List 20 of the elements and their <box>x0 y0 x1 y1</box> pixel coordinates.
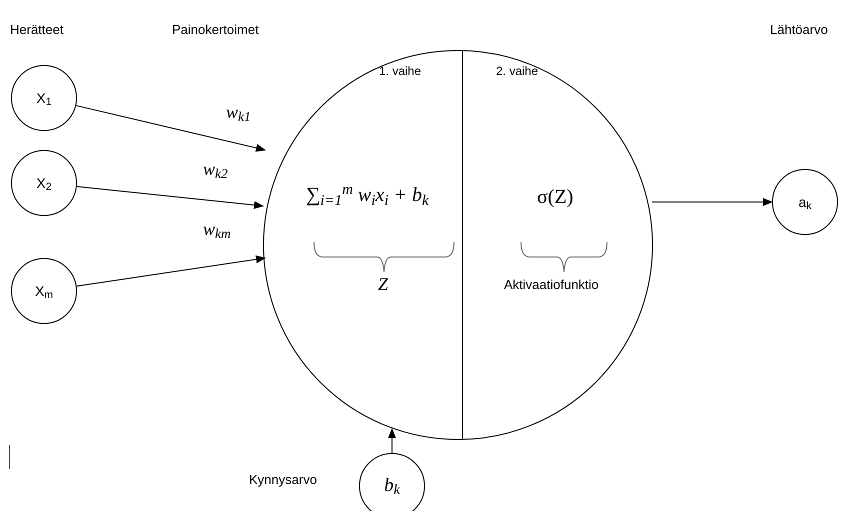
brace-label: Aktivaatiofunktio <box>504 277 599 294</box>
node-label: b$_{k}$ <box>384 474 400 500</box>
brace-label: Z <box>378 273 388 296</box>
phase-label: 1. vaihe <box>379 64 422 79</box>
arrow <box>76 186 264 210</box>
node-label: a$_{k}$ <box>798 192 812 212</box>
node-label: X$_{1}$ <box>36 88 52 108</box>
node-label: X$_{2}$ <box>36 174 52 194</box>
node-caption: Kynnysarvo <box>249 471 317 489</box>
arrow <box>388 428 396 454</box>
arrow <box>652 198 773 206</box>
node-label: X$_{m}$ <box>34 282 54 302</box>
formula: σ(Z) <box>537 185 574 210</box>
heading-label: Lähtöarvo <box>770 21 828 39</box>
heading-label: Painokertoimet <box>172 21 259 39</box>
arrow <box>76 105 266 152</box>
arrow <box>76 255 266 287</box>
heading-label: Herätteet <box>10 21 64 39</box>
phase-label: 2. vaihe <box>496 64 538 79</box>
formula: ∑$_{i=1}$$^{m}$ w$_{i}$x$_{i}$ + b$_{k}$ <box>306 183 429 208</box>
